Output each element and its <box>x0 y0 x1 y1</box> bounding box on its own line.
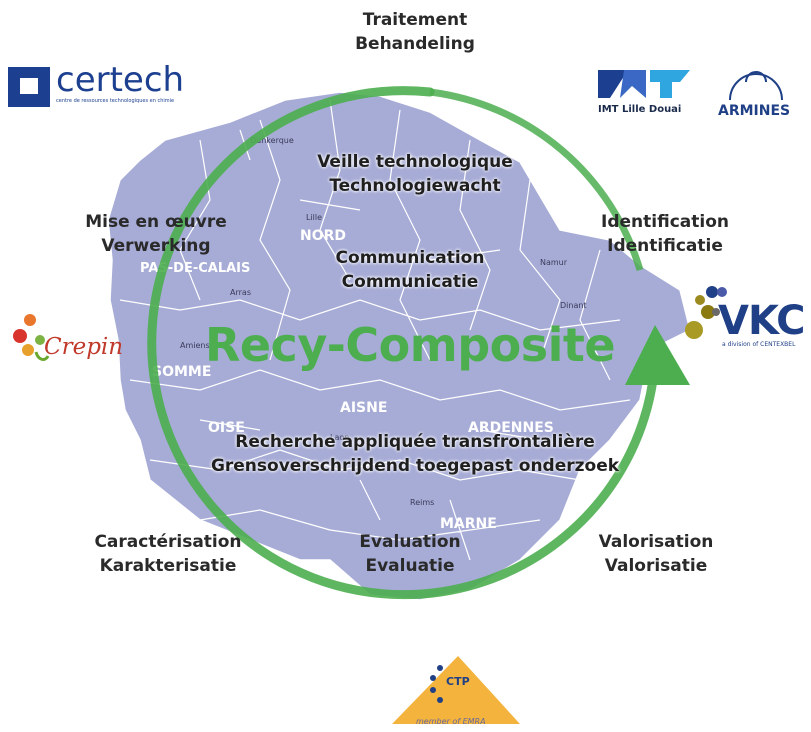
cycle-arrowhead <box>625 325 690 385</box>
label-treatment-fr: Traitement <box>362 10 468 30</box>
label-valorisation-nl: Valorisatie <box>604 556 708 576</box>
label-processing-nl: Verwerking <box>101 236 211 256</box>
armines-logo-text: ARMINES <box>718 103 791 119</box>
label-treatment-nl: Behandeling <box>355 34 475 54</box>
certech-logo-text: certech <box>56 60 185 100</box>
label-evaluation: Evaluation Evaluatie <box>340 530 480 578</box>
label-evaluation-fr: Evaluation <box>359 532 461 552</box>
label-tech-watch-nl: Technologiewacht <box>329 176 501 196</box>
label-tech-watch-fr: Veille technologique <box>317 152 513 172</box>
vkc-logo-subtitle: a division of CENTEXBEL <box>722 341 796 348</box>
armines-logo-graphic <box>729 71 783 101</box>
label-communication-nl: Communicatie <box>341 272 479 292</box>
label-communication: Communication Communicatie <box>320 246 500 294</box>
map-label-arras: Arras <box>230 288 251 297</box>
cycle-arc-top <box>429 88 644 272</box>
label-identification-nl: Identificatie <box>607 236 723 256</box>
map-label-reims: Reims <box>410 498 434 507</box>
label-evaluation-nl: Evaluatie <box>365 556 455 576</box>
imt-logo-graphic <box>598 70 690 98</box>
map-label-dinant: Dinant <box>560 301 587 310</box>
imt-logo-text: IMT Lille Douai <box>598 104 682 115</box>
map-label-laon: Laon <box>330 433 349 442</box>
label-valorisation-fr: Valorisation <box>598 532 714 552</box>
map-label-dunkerque: Dunkerque <box>250 136 294 145</box>
label-processing-fr: Mise en œuvre <box>85 212 227 232</box>
cycle-ring <box>147 86 690 600</box>
map-label-nord: NORD <box>300 228 346 244</box>
vkc-logo-graphic <box>685 286 727 339</box>
certech-logo-subtitle: centre de ressources technologiques en c… <box>56 98 175 104</box>
map-label-ardennes: ARDENNES <box>468 420 554 436</box>
vkc-logo-text: VKC <box>718 298 806 344</box>
map-label-aisne: AISNE <box>340 400 387 416</box>
label-identification: Identification Identificatie <box>580 210 750 258</box>
label-tech-watch: Veille technologique Technologiewacht <box>300 150 530 198</box>
map-label-pas-de-calais: PAS-DE-CALAIS <box>140 261 250 276</box>
label-processing: Mise en œuvre Verwerking <box>76 210 236 258</box>
crepin-logo-graphic <box>13 314 50 361</box>
label-characterisation-fr: Caractérisation <box>94 532 242 552</box>
label-valorisation: Valorisation Valorisatie <box>576 530 736 578</box>
certech-logo-mark <box>8 67 50 107</box>
label-applied-research: Recherche appliquée transfrontalière Gre… <box>180 430 650 478</box>
label-identification-fr: Identification <box>601 212 729 232</box>
map-label-somme: SOMME <box>152 364 211 380</box>
crepin-logo-text: Crepin <box>44 334 124 360</box>
cycle-arc <box>147 86 660 600</box>
ctp-logo-text: CTP <box>446 675 470 688</box>
label-applied-research-nl: Grensoverschrijdend toegepast onderzoek <box>210 456 620 476</box>
label-characterisation-nl: Karakterisatie <box>99 556 237 576</box>
label-characterisation: Caractérisation Karakterisatie <box>78 530 258 578</box>
ctp-logo-graphic <box>392 656 520 724</box>
diagram-title: Recy-Composite <box>204 318 616 372</box>
map-label-lille: Lille <box>306 213 322 222</box>
map-label-marne: MARNE <box>440 516 497 532</box>
map-label-oise: OISE <box>208 420 245 436</box>
label-treatment: Traitement Behandeling <box>330 8 500 56</box>
map-labels: NORD PAS-DE-CALAIS SOMME AISNE OISE ARDE… <box>140 136 587 532</box>
label-communication-fr: Communication <box>335 248 485 268</box>
map-label-amiens: Amiens <box>180 341 210 350</box>
ctp-logo-subtitle: member of EMRA <box>416 717 486 726</box>
label-applied-research-fr: Recherche appliquée transfrontalière <box>235 432 595 452</box>
map-label-namur: Namur <box>540 258 568 267</box>
